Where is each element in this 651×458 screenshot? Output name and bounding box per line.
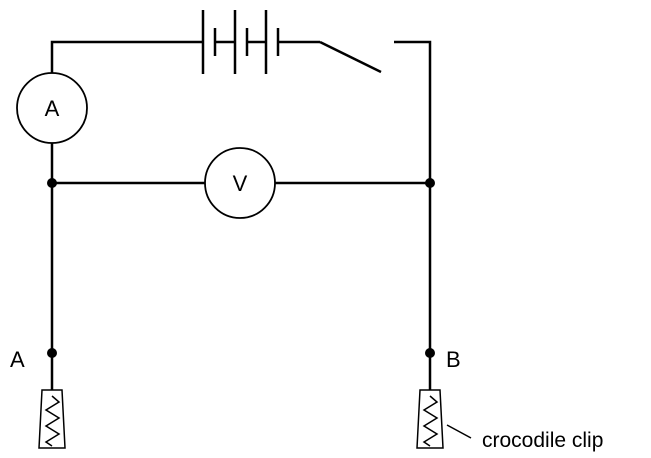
terminal-b-label: B bbox=[446, 347, 461, 372]
crocodile-clip-label: crocodile clip bbox=[482, 429, 603, 452]
top-right-wire bbox=[394, 40, 432, 183]
left-junction-dot bbox=[47, 178, 57, 188]
terminal-a-dot bbox=[47, 348, 57, 358]
ammeter: A bbox=[16, 72, 88, 144]
terminal-a-label: A bbox=[10, 347, 25, 372]
ammeter-symbol: A bbox=[45, 96, 60, 121]
crocodile-clip-icon bbox=[38, 389, 66, 449]
right-junction-dot bbox=[425, 178, 435, 188]
top-left-wire bbox=[50, 40, 203, 73]
clip-pointer-line bbox=[446, 424, 472, 439]
voltmeter: V bbox=[204, 147, 276, 219]
crocodile-clip-icon bbox=[416, 389, 444, 449]
battery-icon bbox=[201, 10, 280, 74]
terminal-b-dot bbox=[425, 348, 435, 358]
open-switch-icon bbox=[319, 40, 382, 74]
voltmeter-symbol: V bbox=[233, 171, 248, 196]
